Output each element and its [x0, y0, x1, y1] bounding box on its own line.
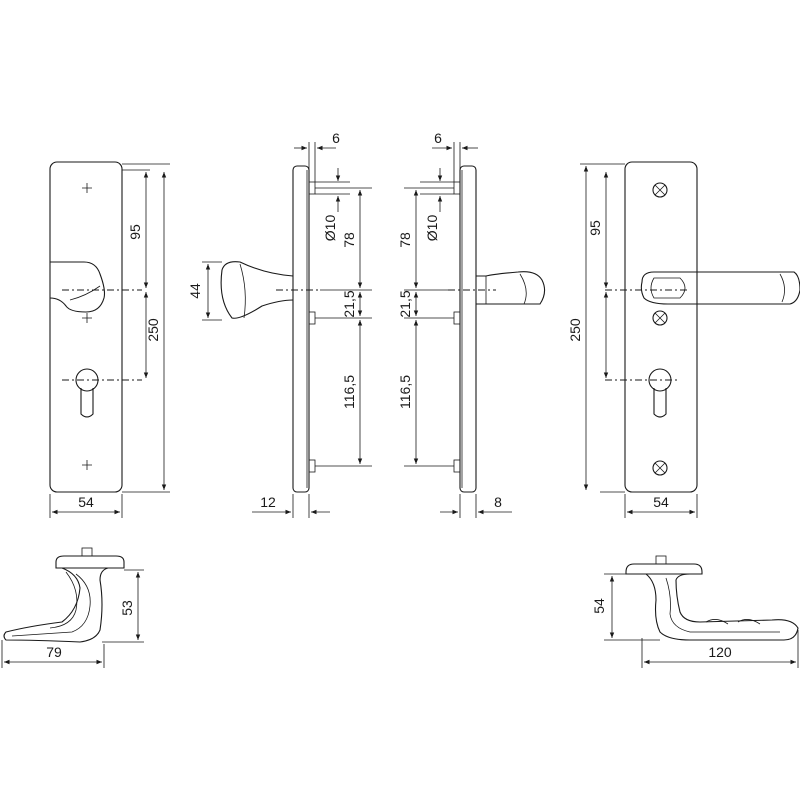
dim-78-right: 78 [397, 232, 413, 248]
dim-79: 79 [46, 644, 62, 660]
dim-21-5-left: 21,5 [341, 290, 357, 317]
dim-44-knob: 44 [187, 283, 203, 299]
dim-8: 8 [494, 494, 502, 510]
side-view-lever [448, 165, 546, 493]
dim-116-5-left: 116,5 [341, 375, 357, 409]
front-knob-dimensions: 95 250 54 [49, 163, 170, 518]
top-knob-dimensions: 53 79 [1, 569, 144, 668]
front-view-knob-plate [49, 161, 142, 493]
side-view-knob: 44 [187, 165, 320, 493]
dim-54-lever: 54 [591, 598, 607, 614]
dim-54-right: 54 [653, 494, 669, 510]
dim-120: 120 [708, 644, 732, 660]
front-view-lever-plate [605, 161, 800, 493]
dim-12: 12 [260, 494, 276, 510]
dim-95-front: 95 [127, 224, 143, 240]
dim-78-left: 78 [341, 232, 357, 248]
dim-21-5-right: 21,5 [397, 290, 413, 317]
top-lever-dimensions: 54 120 [591, 573, 799, 668]
dim-6-left: 6 [332, 130, 340, 146]
top-view-knob-lever [3, 547, 125, 643]
dim-250-right: 250 [567, 318, 583, 342]
side-lever-dimensions: 6 Ø10 78 21,5 116,5 8 [397, 130, 512, 518]
dim-6-right: 6 [434, 130, 442, 146]
dim-54-front: 54 [78, 494, 94, 510]
dim-dia10-right: Ø10 [424, 215, 440, 242]
dim-dia10-left: Ø10 [322, 215, 338, 242]
top-view-lever [625, 555, 799, 641]
side-knob-dimensions: 6 Ø10 78 21,5 116,5 12 [252, 130, 372, 518]
dim-250-front: 250 [145, 318, 161, 342]
dim-53: 53 [119, 600, 135, 616]
dim-95-right: 95 [587, 220, 603, 236]
front-lever-dimensions: 95 250 54 [567, 163, 698, 518]
dim-116-5-right: 116,5 [397, 375, 413, 409]
